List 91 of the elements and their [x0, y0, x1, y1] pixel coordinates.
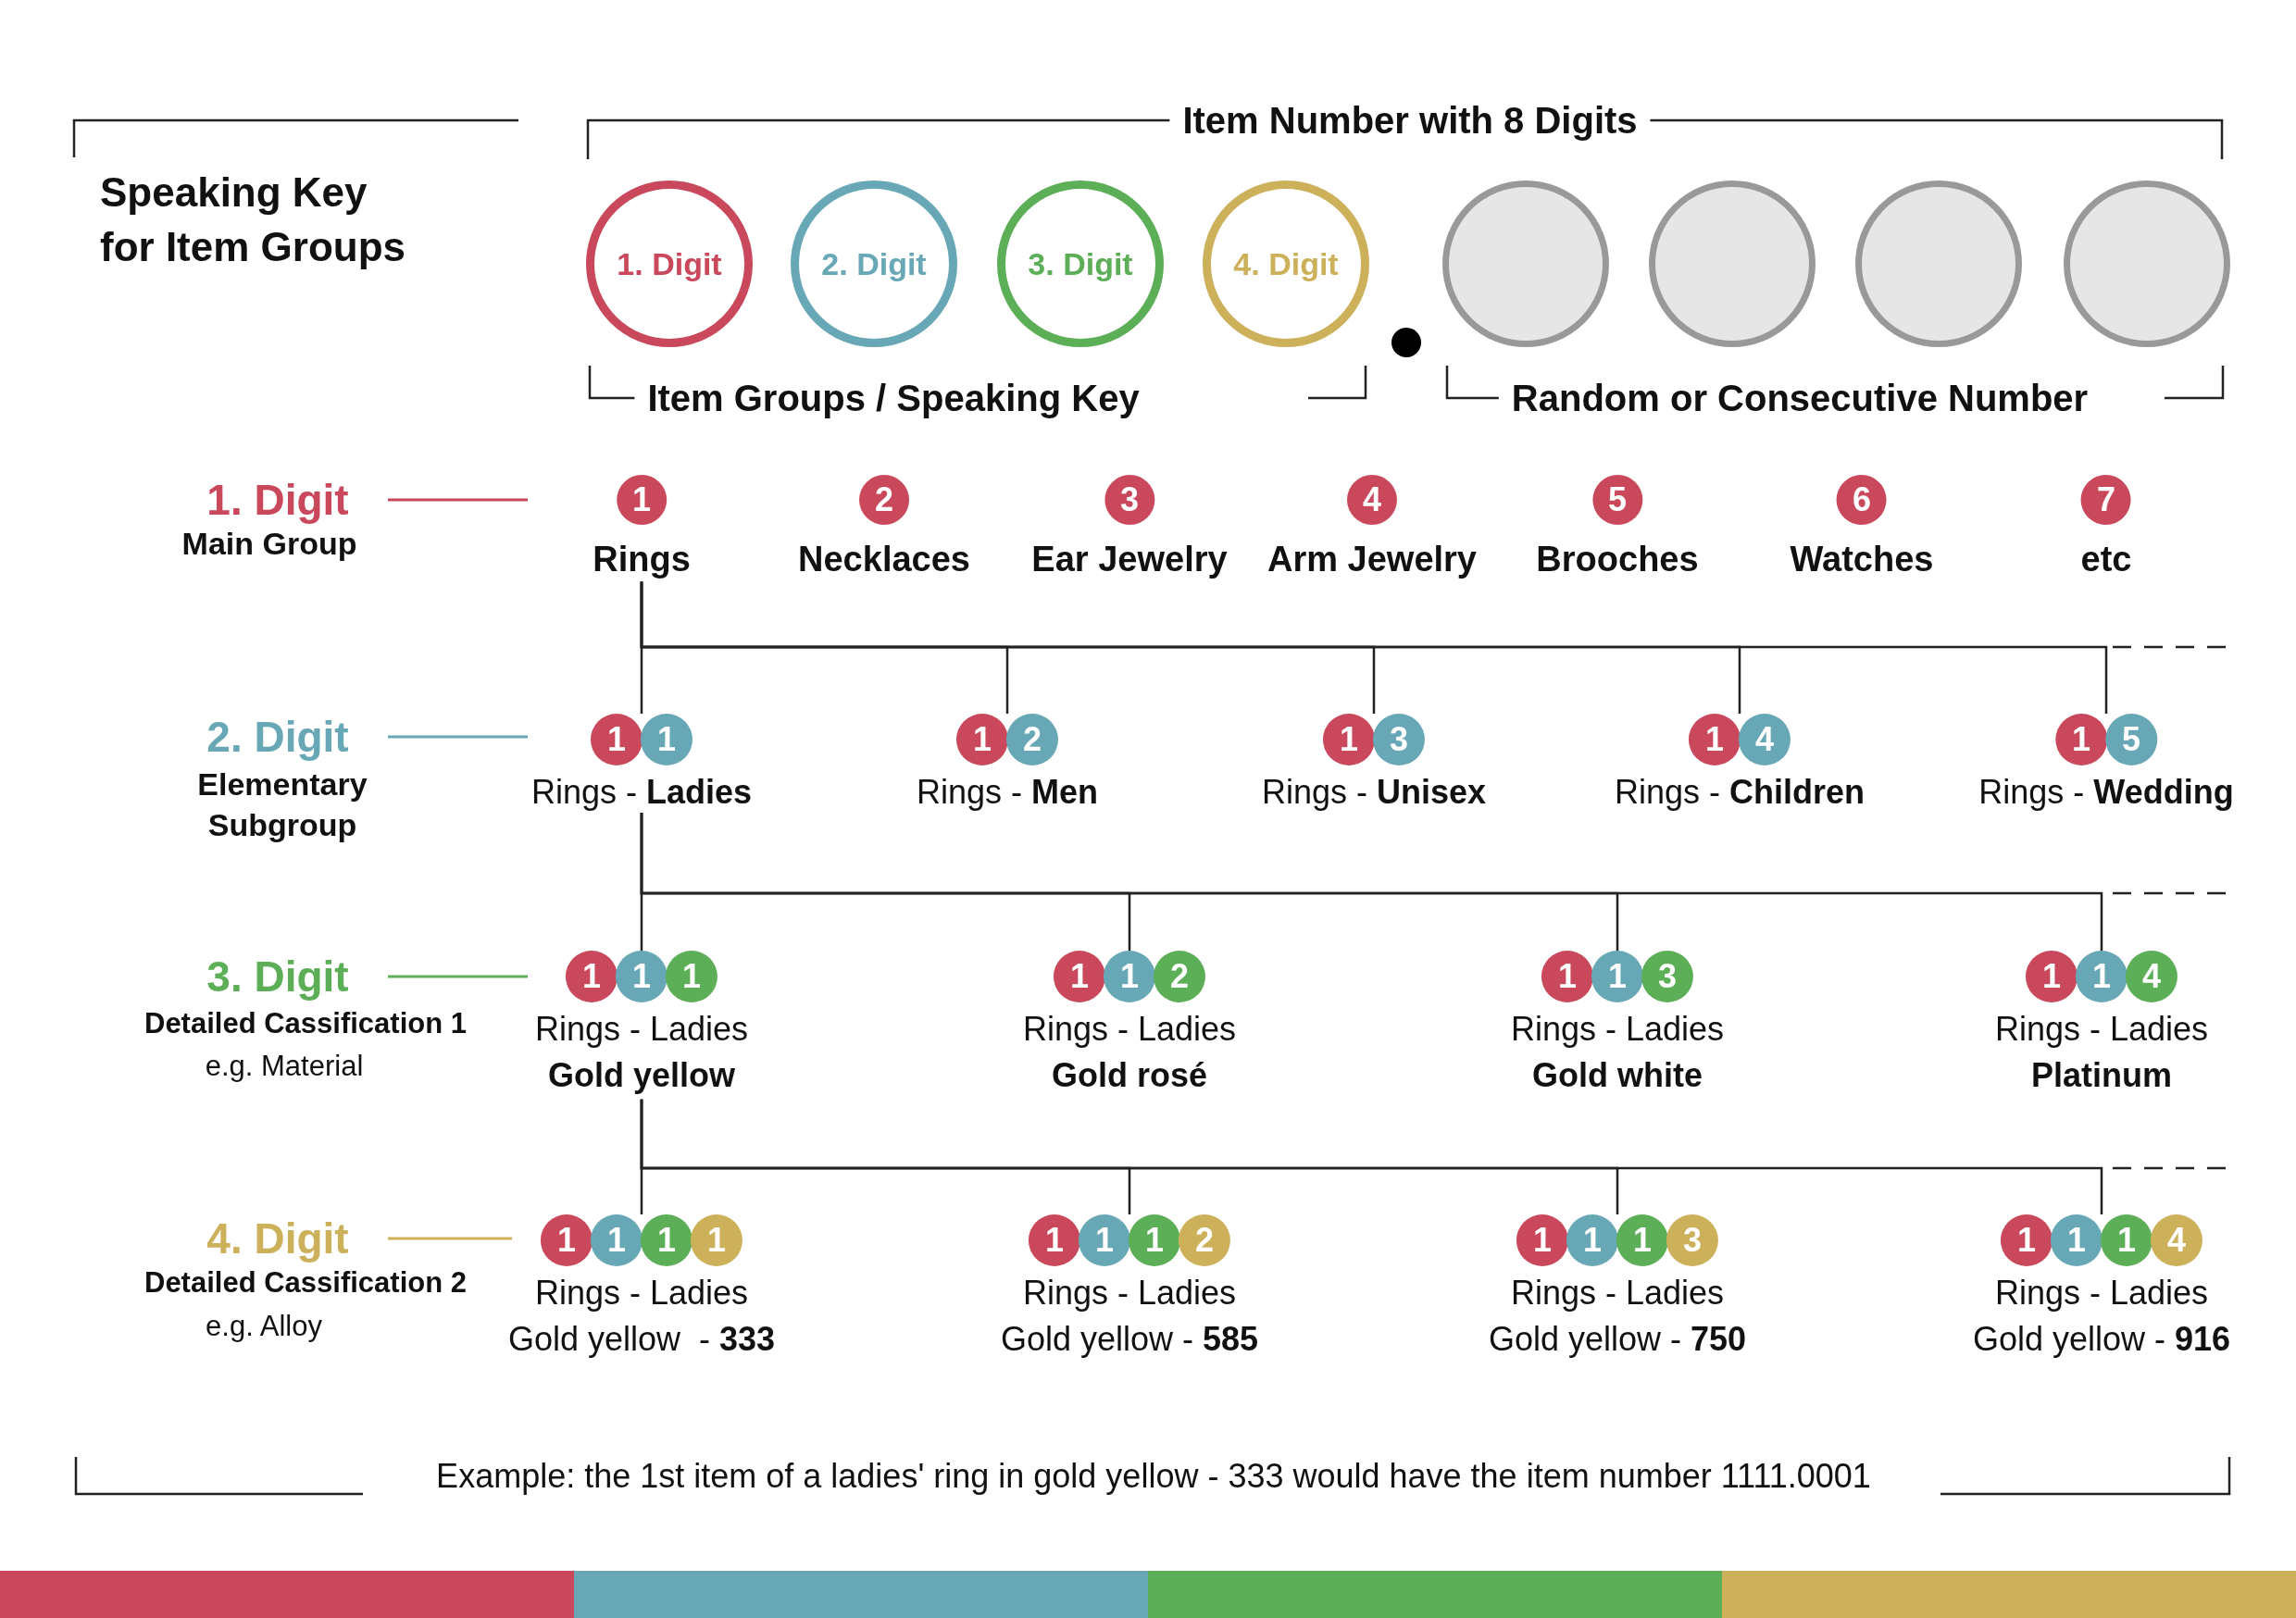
number-badge: 1 [1616, 1214, 1668, 1266]
category-label: Watches [1790, 539, 1934, 580]
number-badge: 3 [1666, 1214, 1718, 1266]
row-description: Detailed Cassification 1 [144, 1007, 467, 1040]
number-badge: 1 [2026, 951, 2078, 1002]
item-label: Platinum [2031, 1055, 2172, 1097]
category-label: Arm Jewelry [1267, 539, 1477, 580]
number-badge: 1 [591, 714, 643, 765]
row-heading: 2. Digit [206, 712, 349, 762]
category-label: Brooches [1536, 539, 1699, 580]
number-badge: 4 [2151, 1214, 2202, 1266]
number-badge: 1 [566, 951, 618, 1002]
item-label: Gold rosé [1052, 1055, 1207, 1097]
number-badge: 1 [2001, 1214, 2053, 1266]
number-badge: 1 [1104, 951, 1155, 1002]
item-label: Rings - Ladies [1022, 1273, 1237, 1313]
number-badge: 1 [1323, 714, 1375, 765]
number-badge: 2 [1179, 1214, 1230, 1266]
item-label: Rings - Ladies [534, 1273, 749, 1313]
number-badge: 7 [2081, 475, 2131, 525]
item-label: Rings - Ladies [530, 772, 753, 813]
digit-circle: 2. Digit [791, 180, 957, 347]
number-badge: 4 [1347, 475, 1397, 525]
number-badge: 2 [1006, 714, 1058, 765]
category-label: etc [2080, 539, 2132, 580]
tree-connector [640, 1099, 2103, 1214]
item-label: Rings - Unisex [1261, 772, 1487, 813]
row-example: e.g. Material [205, 1050, 364, 1083]
row-heading: 4. Digit [206, 1214, 349, 1263]
number-badge: 1 [1079, 1214, 1130, 1266]
item-label: Rings - Ladies [1994, 1009, 2209, 1050]
category-label: Ear Jewelry [1031, 539, 1228, 580]
item-label: Gold yellow - 750 [1488, 1319, 1747, 1361]
number-badge: 5 [1592, 475, 1642, 525]
number-badge: 1 [641, 1214, 693, 1266]
number-badge: 4 [1739, 714, 1791, 765]
number-badge: 3 [1104, 475, 1154, 525]
row-heading: 1. Digit [206, 475, 349, 525]
item-label: Gold yellow [548, 1055, 735, 1097]
item-label: Gold yellow - 916 [1972, 1319, 2231, 1361]
tree-connector [640, 581, 2108, 714]
item-label: Rings - Men [917, 772, 1098, 813]
row-example: e.g. Alloy [206, 1310, 322, 1343]
tree-connector [640, 813, 2103, 951]
number-badge: 1 [541, 1214, 593, 1266]
number-badge: 2 [859, 475, 909, 525]
number-badge: 1 [1566, 1214, 1618, 1266]
number-badge: 2 [1154, 951, 1205, 1002]
number-badge: 1 [1516, 1214, 1568, 1266]
number-badge: 1 [1129, 1214, 1180, 1266]
item-label: Rings - Children [1615, 772, 1865, 813]
item-label: Rings - Ladies [1022, 1009, 1237, 1050]
number-badge: 1 [617, 475, 667, 525]
number-badge: 3 [1373, 714, 1425, 765]
item-label: Rings - Ladies [1510, 1273, 1725, 1313]
number-badge: 1 [2101, 1214, 2152, 1266]
number-badge: 5 [2105, 714, 2157, 765]
row-description: Main Group [181, 525, 357, 562]
number-badge: 1 [666, 951, 718, 1002]
number-badge: 1 [2055, 714, 2107, 765]
number-badge: 1 [1541, 951, 1593, 1002]
row-heading: 3. Digit [206, 952, 349, 1002]
digit-circle: 3. Digit [997, 180, 1164, 347]
row-description: Elementary Subgroup [196, 765, 368, 844]
number-badge: 1 [691, 1214, 742, 1266]
number-badge: 1 [1591, 951, 1643, 1002]
item-label: Rings - Ladies [1994, 1273, 2209, 1313]
category-label: Rings [593, 539, 691, 580]
number-badge: 1 [956, 714, 1008, 765]
item-label: Rings - Ladies [1510, 1009, 1725, 1050]
number-badge: 1 [591, 1214, 643, 1266]
number-badge: 4 [2126, 951, 2177, 1002]
item-label: Rings - Wedding [1978, 772, 2234, 813]
number-badge: 1 [1029, 1214, 1080, 1266]
category-label: Necklaces [798, 539, 970, 580]
item-label: Gold yellow - 585 [1000, 1319, 1259, 1361]
item-label: Gold white [1532, 1055, 1703, 1097]
item-label: Rings - Ladies [534, 1009, 749, 1050]
number-badge: 3 [1641, 951, 1693, 1002]
digit-circle: 4. Digit [1203, 180, 1369, 347]
number-badge: 1 [1054, 951, 1105, 1002]
number-badge: 6 [1837, 475, 1887, 525]
item-label: Gold yellow - 333 [507, 1319, 776, 1361]
number-badge: 1 [1689, 714, 1741, 765]
row-description: Detailed Cassification 2 [144, 1266, 467, 1300]
digit-circle: 1. Digit [586, 180, 753, 347]
number-badge: 1 [616, 951, 668, 1002]
number-badge: 1 [641, 714, 693, 765]
number-badge: 1 [2051, 1214, 2103, 1266]
number-badge: 1 [2076, 951, 2128, 1002]
title: Speaking Key for Item Groups [100, 168, 407, 272]
